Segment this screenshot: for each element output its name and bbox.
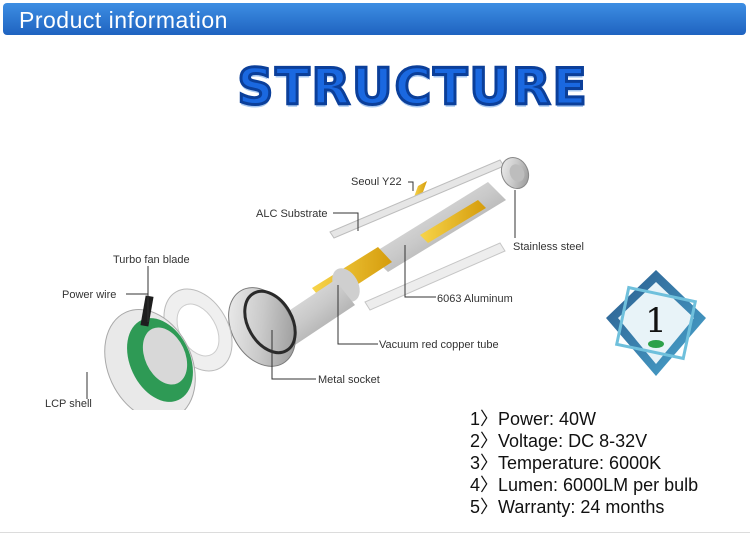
label-seoul-y22: Seoul Y22 xyxy=(351,176,402,188)
label-6063-aluminum: 6063 Aluminum xyxy=(437,293,513,305)
spec-list: 1〉Power: 40W 2〉Voltage: DC 8-32V 3〉Tempe… xyxy=(470,408,698,518)
seoul-chip-part xyxy=(414,181,427,197)
badge-number: 1 xyxy=(645,301,667,341)
spec-item: 2〉Voltage: DC 8-32V xyxy=(470,431,648,451)
label-metal-socket: Metal socket xyxy=(318,374,380,386)
label-vacuum-copper-tube: Vacuum red copper tube xyxy=(379,339,499,351)
spec-item: 5〉Warranty: 24 months xyxy=(470,497,665,517)
spec-item: 1〉Power: 40W xyxy=(470,409,597,429)
structure-title: STRUCTURE xyxy=(236,57,589,118)
header-bar: Product information xyxy=(3,3,746,35)
lcp-shell-part xyxy=(104,295,196,410)
spec-item: 4〉Lumen: 6000LM per bulb xyxy=(470,475,699,495)
label-power-wire: Power wire xyxy=(62,289,117,301)
stainless-cap-part xyxy=(500,156,530,190)
spec-item: 3〉Temperature: 6000K xyxy=(470,453,662,473)
label-turbo-fan-blade: Turbo fan blade xyxy=(113,254,190,266)
badge-icon: 1 xyxy=(606,270,706,376)
label-stainless-steel: Stainless steel xyxy=(513,241,584,253)
label-lcp-shell: LCP shell xyxy=(45,398,92,410)
footer-divider xyxy=(0,532,750,533)
exploded-diagram xyxy=(86,156,530,410)
header-title: Product information xyxy=(19,7,228,33)
leader-lines xyxy=(86,181,516,399)
lower-plate-part xyxy=(364,242,506,311)
bulb-body-part xyxy=(228,182,506,367)
label-alc-substrate: ALC Substrate xyxy=(256,208,328,220)
